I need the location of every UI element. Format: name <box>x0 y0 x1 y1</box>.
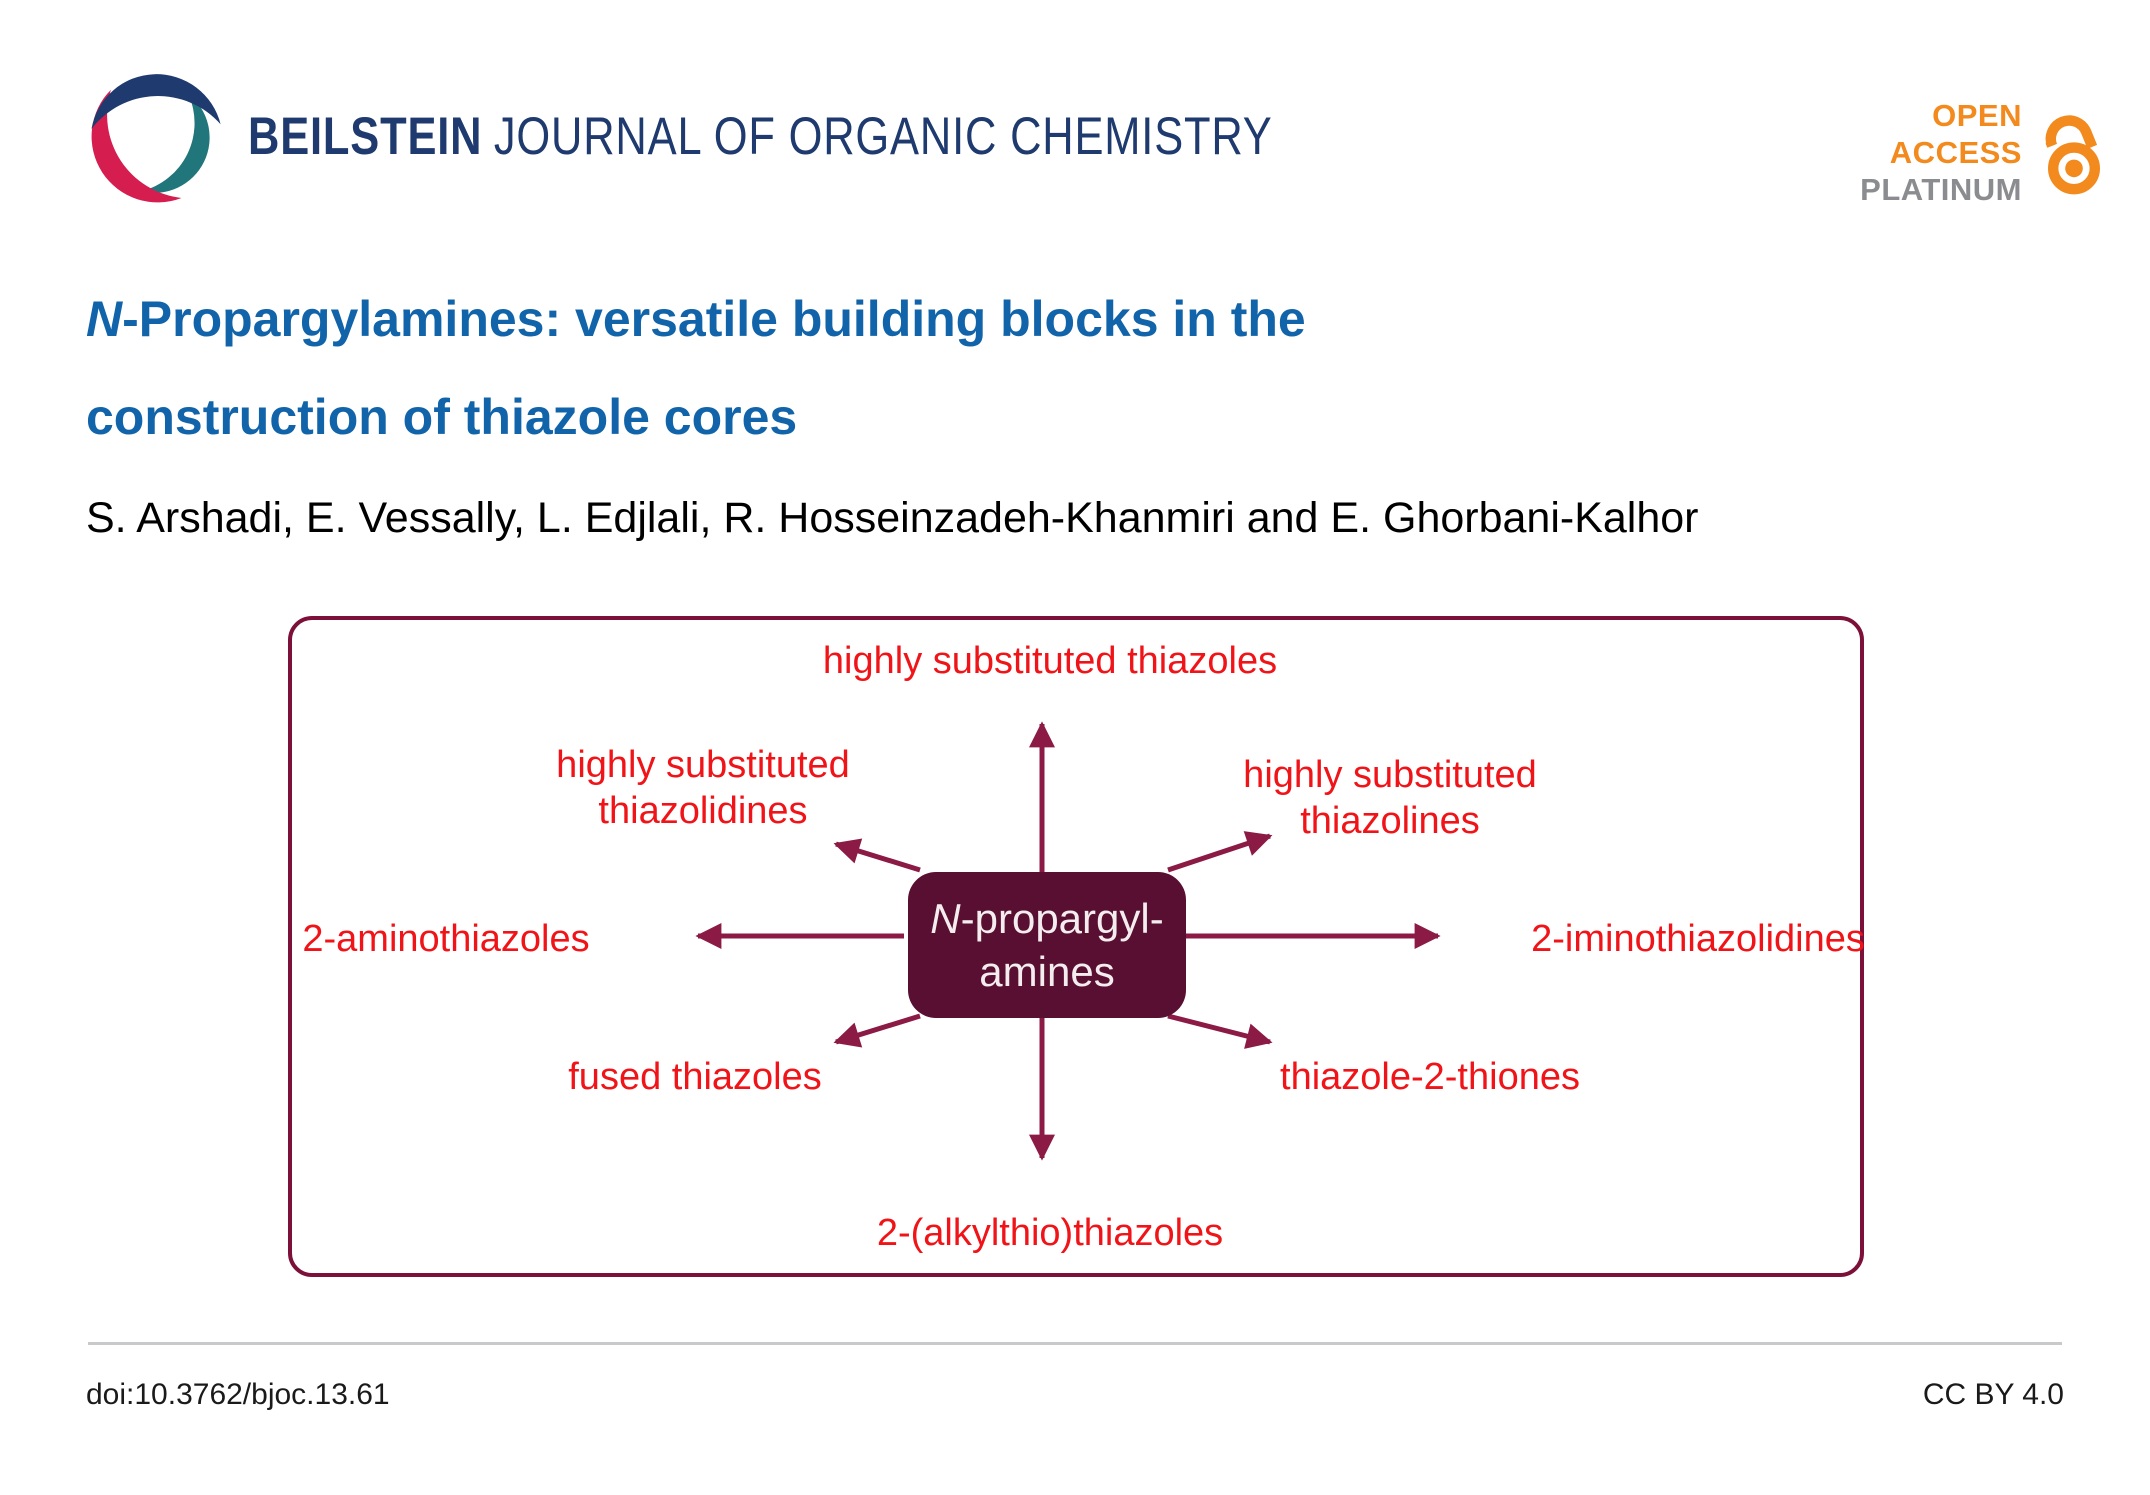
open-access-line3: PLATINUM <box>1860 171 2022 207</box>
arrow-down-right <box>1167 1013 1273 1049</box>
title-italic-n: N <box>86 291 123 347</box>
label-fused-thiazoles: fused thiazoles <box>568 1056 822 1098</box>
label-highly-substituted-thiazolidines: highly substituted thiazolidines <box>556 744 850 832</box>
arrow-up-left <box>833 838 921 873</box>
central-node-line-1: N-propargyl- <box>930 892 1163 945</box>
lock-keyhole <box>2065 159 2083 178</box>
graphical-abstract-panel: N-propargyl- amines highly substituted t… <box>288 616 1865 1277</box>
journal-name-bold: BEILSTEIN <box>248 107 483 166</box>
arrow-down-left <box>833 1013 921 1048</box>
open-access-badge: OPEN ACCESS PLATINUM <box>1860 96 2114 208</box>
footer-divider <box>88 1342 2062 1345</box>
page-title: N-Propargylamines: versatile building bl… <box>86 270 1306 466</box>
label-2-aminothiazoles: 2-aminothiazoles <box>302 918 590 960</box>
swirl-crimson-arc <box>91 89 182 203</box>
open-lock-icon <box>2045 115 2100 195</box>
swirl-navy-arc <box>91 74 221 129</box>
central-node-italic-n: N <box>930 895 961 942</box>
label-thiazole-2-thiones: thiazole-2-thiones <box>1280 1056 1580 1098</box>
journal-name-rest: JOURNAL OF ORGANIC CHEMISTRY <box>493 107 1273 166</box>
doi-text: doi:10.3762/bjoc.13.61 <box>86 1378 390 1411</box>
lock-body <box>2048 142 2100 195</box>
open-access-line2: ACCESS <box>1889 134 2022 170</box>
title-line-2: construction of thiazole cores <box>86 389 798 445</box>
lock-shackle <box>2045 115 2098 149</box>
label-2-iminothiazolidines: 2-iminothiazolidines <box>1531 918 1865 960</box>
open-access-text: OPEN ACCESS PLATINUM <box>1860 97 2022 208</box>
diagram-arrows <box>695 721 1441 1161</box>
central-node-line-1-text: -propargyl- <box>960 895 1164 942</box>
central-node-propargylamines: N-propargyl- amines <box>908 872 1186 1018</box>
author-list: S. Arshadi, E. Vessally, L. Edjlali, R. … <box>86 494 1699 542</box>
license-text: CC BY 4.0 <box>1922 1378 2064 1411</box>
label-2-alkylthio-thiazoles: 2-(alkylthio)thiazoles <box>876 1212 1224 1254</box>
label-highly-substituted-thiazolines: highly substituted thiazolines <box>1243 754 1537 842</box>
central-node-line-2: amines <box>979 948 1115 995</box>
open-access-line1: OPEN <box>1932 97 2022 133</box>
arrow-up-right <box>1167 831 1273 873</box>
label-highly-substituted-thiazoles: highly substituted thiazoles <box>822 640 1278 682</box>
title-line-1-text: -Propargylamines: versatile building blo… <box>122 291 1306 347</box>
swirl-teal-arc <box>140 93 210 193</box>
title-line-1: N-Propargylamines: versatile building bl… <box>86 270 1306 368</box>
beilstein-swirl-logo-icon <box>91 74 221 203</box>
